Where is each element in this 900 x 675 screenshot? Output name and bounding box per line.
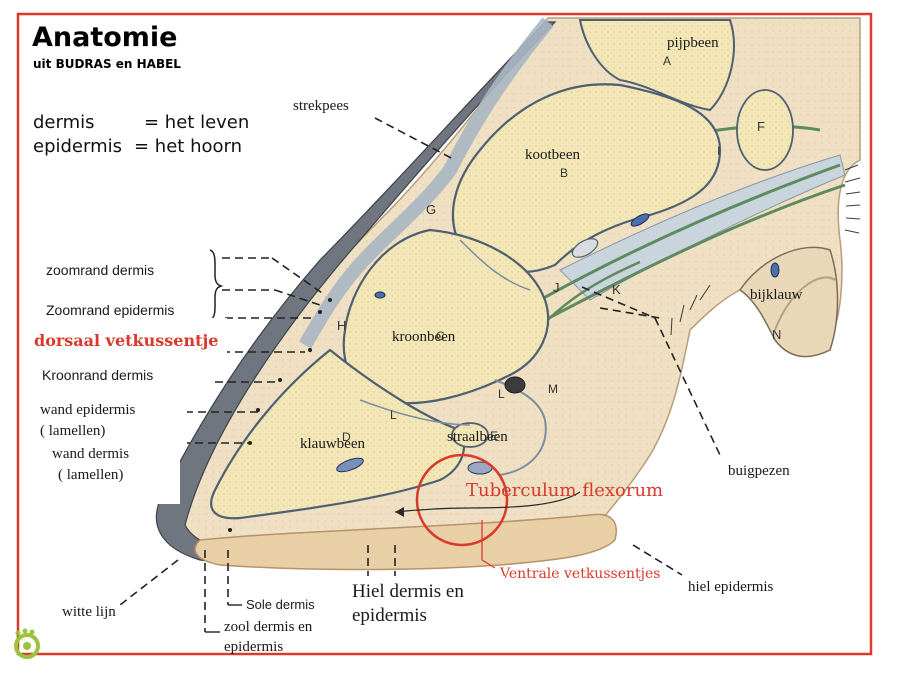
label-zoomrand-dermis: zoomrand dermis: [46, 262, 155, 278]
definition-term-1: dermis: [33, 112, 95, 133]
label-tuberculum-flexorum: Tuberculum flexorum: [466, 480, 664, 501]
definition-eq-1: = het leven: [144, 112, 250, 133]
label-zoomrand-epidermis: Zoomrand epidermis: [46, 302, 175, 318]
marker-h: H: [337, 318, 347, 333]
label-klauwbeen: klauwbeen: [300, 436, 365, 452]
marker-j: J: [553, 280, 560, 295]
marker-k: K: [612, 282, 621, 297]
label-ventrale-vetkussentjes: Ventrale vetkussentjes: [500, 566, 661, 582]
marker-l-lower: L: [390, 408, 397, 422]
marker-i: I: [717, 144, 721, 158]
marker-n: N: [772, 327, 782, 342]
label-kootbeen: kootbeen: [525, 147, 580, 163]
sole-band: [194, 513, 617, 571]
label-wand-epidermis: wand epidermis: [40, 402, 136, 418]
definition-eq-2: = het hoorn: [134, 136, 242, 157]
hair-fringe: [670, 164, 861, 336]
label-wand-epidermis-lamellen: ( lamellen): [40, 423, 106, 439]
logo-icon: [14, 628, 40, 659]
page-title: Anatomie: [32, 22, 178, 53]
label-witte-lijn: witte lijn: [62, 604, 116, 620]
extensor-tendon: [298, 17, 554, 349]
label-patch-wand-dermis: [30, 442, 180, 504]
navicular-bone: [451, 422, 489, 448]
label-patch-wand-epidermis: [22, 395, 187, 445]
label-hiel-dermis-epidermis: epidermis: [352, 605, 427, 626]
fat-line-1: [539, 163, 841, 302]
label-strekpees: strekpees: [293, 98, 349, 114]
label-wand-dermis-lamellen: ( lamellen): [58, 467, 124, 483]
marker-c: C: [436, 329, 445, 343]
ventral-arrow-line: [394, 491, 581, 513]
label-patch-hiel: [345, 576, 505, 636]
label-wand-dermis: wand dermis: [52, 446, 130, 462]
label-bijklauw: bijklauw: [750, 287, 803, 303]
header-panel: [22, 16, 294, 94]
zoomrand-brace: [209, 249, 224, 321]
label-zool-epidermis: epidermis: [224, 639, 284, 655]
label-zool-dermis: zool dermis en: [224, 619, 313, 635]
marker-b: B: [560, 166, 569, 180]
marker-l-upper: L: [498, 387, 505, 401]
label-pijpbeen: pijpbeen: [667, 35, 719, 51]
fat-line-2: [544, 183, 846, 322]
marker-m: M: [548, 382, 558, 396]
label-sole-dermis: Sole dermis: [246, 597, 315, 612]
pointer-lines: [119, 117, 721, 632]
marker-g: G: [426, 202, 437, 217]
label-dorsaal-vetkussentje: dorsaal vetkussentje: [34, 331, 219, 350]
label-buigpezen: buigpezen: [728, 463, 790, 479]
marker-f: F: [757, 119, 765, 134]
sesamoid-bone: [736, 89, 794, 171]
label-hiel-epidermis: hiel epidermis: [688, 579, 774, 595]
red-frame: [16, 12, 873, 656]
label-straalbeen: straalbeen: [447, 429, 508, 445]
label-kroonrand-dermis: Kroonrand dermis: [42, 367, 154, 383]
tuberculum-circle: [415, 453, 509, 547]
marker-d: D: [342, 430, 351, 444]
pastern-bone: [451, 83, 722, 274]
marker-a: A: [663, 54, 672, 68]
definition-term-2: epidermis: [33, 136, 122, 157]
page-subtitle: uit BUDRAS en HABEL: [33, 57, 181, 71]
label-patch-dorsaal: [22, 318, 227, 354]
label-hiel-dermis: Hiel dermis en: [352, 581, 464, 602]
marker-e: E: [490, 429, 499, 443]
label-kroonbeen: kroonbeen: [392, 329, 456, 345]
